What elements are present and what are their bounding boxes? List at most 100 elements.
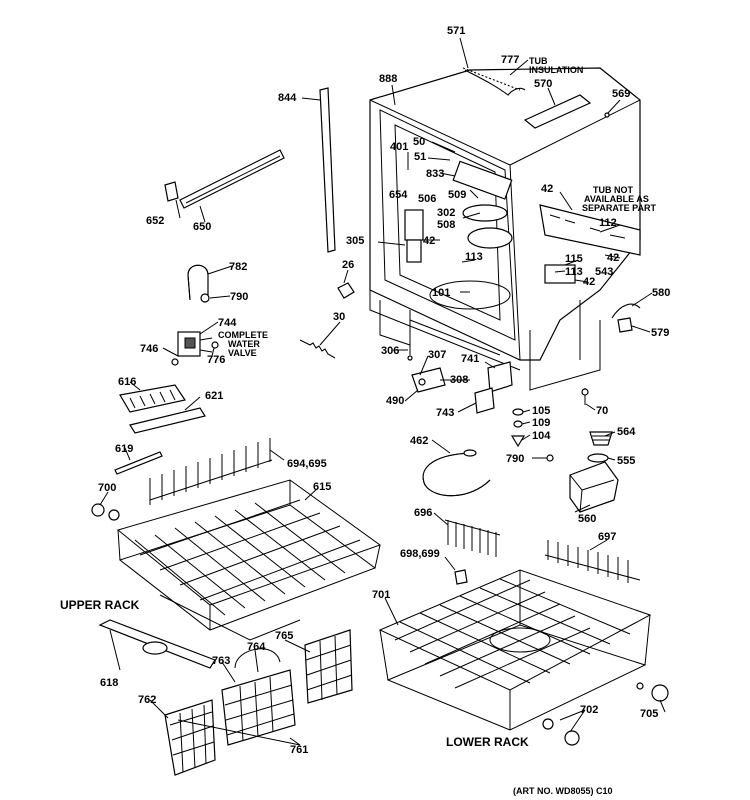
callout-label: 743	[436, 407, 454, 419]
callout-label: 113	[465, 251, 483, 263]
callout-label: 305	[346, 235, 364, 247]
bracket-570	[523, 94, 592, 129]
part-580	[611, 303, 641, 319]
callout-label: 571	[447, 25, 465, 37]
callout-label: 462	[410, 435, 428, 447]
pump-560	[569, 461, 619, 513]
part-743	[474, 387, 495, 414]
callout-label: 764	[247, 641, 266, 653]
part-26	[337, 282, 355, 299]
rod-619	[114, 451, 163, 475]
callout-label: 509	[448, 189, 466, 201]
callout-label: 762	[138, 694, 156, 706]
callout-label: 888	[379, 73, 397, 85]
caption-lower-rack: LOWER RACK	[446, 735, 529, 749]
callout-label: 560	[578, 513, 596, 525]
callout-label: 844	[278, 92, 297, 104]
callout-label: 42	[607, 252, 619, 264]
callout-label: 776	[207, 354, 225, 366]
callout-label: 790	[506, 453, 524, 465]
callout-label: 618	[100, 677, 118, 689]
callout-label: 308	[450, 374, 468, 386]
basket-765	[304, 629, 353, 704]
callout-label: 615	[313, 481, 331, 493]
callout-label: 306	[381, 345, 399, 357]
caption-tub-insulation-2: INSULATION	[529, 65, 583, 75]
tines-696	[444, 519, 501, 557]
clip-652	[164, 181, 179, 202]
caption-tub-not-available-2: AVAILABLE AS	[584, 194, 649, 204]
callout-label: 570	[534, 78, 552, 90]
part-698-699	[454, 569, 468, 585]
callout-label: 564	[617, 426, 636, 438]
part-113	[544, 264, 576, 284]
leader-lines	[99, 37, 666, 746]
caption-upper-rack: UPPER RACK	[60, 598, 140, 612]
vent-509	[452, 160, 513, 200]
callout-label: 654	[389, 189, 408, 201]
callout-label: 101	[432, 287, 450, 299]
caption-art-no: (ART NO. WD8055) C10	[513, 786, 613, 796]
part-776	[211, 341, 219, 349]
part-564	[589, 431, 613, 446]
callout-label: 619	[115, 443, 133, 455]
basket-764	[221, 648, 296, 746]
callout-label: 543	[595, 266, 613, 278]
callout-label: 506	[418, 193, 436, 205]
caption-tub-not-available-3: SEPARATE PART	[582, 203, 657, 213]
hose-462	[422, 452, 491, 497]
part-555	[587, 453, 609, 463]
callout-label: 26	[342, 259, 354, 271]
callout-label: 42	[541, 183, 553, 195]
part-105	[512, 408, 524, 416]
part-104	[510, 435, 526, 448]
callout-label: 652	[146, 215, 164, 227]
water-valve-744	[171, 331, 213, 366]
callout-label: 701	[372, 589, 390, 601]
callout-label: 790	[230, 291, 248, 303]
strip-650	[179, 149, 285, 209]
callout-label: 42	[583, 276, 595, 288]
caption-tub-not-available-1: TUB NOT	[593, 185, 633, 195]
callout-label: 761	[290, 744, 308, 756]
tub-insulation-coil	[464, 69, 526, 96]
callout-label: 741	[461, 353, 479, 365]
callout-label: 700	[98, 482, 116, 494]
callout-label: 696	[414, 507, 432, 519]
door-seal-844	[319, 87, 336, 253]
callout-labels: 571 777 570 569 888 844 50 401 51 833 65…	[98, 25, 670, 756]
caption-tub-insulation-1: TUB	[529, 56, 548, 66]
callout-label: 833	[426, 168, 444, 180]
lower-rack-701	[378, 569, 652, 731]
control-panel-112	[539, 204, 641, 256]
callout-label: 401	[390, 141, 408, 153]
callout-label: 555	[617, 455, 635, 467]
callout-label: 698,699	[400, 548, 440, 560]
part-621	[129, 407, 206, 434]
part-790-upper	[200, 293, 210, 303]
callout-label: 307	[428, 349, 446, 361]
callout-label: 616	[118, 376, 136, 388]
part-109	[513, 420, 523, 428]
callout-label: 508	[437, 219, 455, 231]
callout-label: 777	[501, 54, 519, 66]
callout-label: 763	[212, 655, 230, 667]
callout-label: 50	[413, 136, 425, 148]
callout-label: 113	[565, 266, 583, 278]
callout-label: 694,695	[287, 458, 327, 470]
callout-label: 579	[651, 327, 669, 339]
tub-assembly	[369, 67, 641, 391]
callout-label: 70	[596, 405, 608, 417]
callout-label: 51	[414, 151, 426, 163]
caption-water-valve-3: VALVE	[228, 348, 257, 358]
callout-label: 42	[423, 235, 435, 247]
part-790-lower	[546, 454, 554, 462]
callout-label: 765	[275, 630, 293, 642]
part-579	[617, 317, 633, 333]
callout-label: 621	[205, 390, 223, 402]
callout-label: 744	[218, 317, 237, 329]
caption-water-valve-1: COMPLETE	[218, 330, 268, 340]
part-700	[91, 503, 105, 517]
